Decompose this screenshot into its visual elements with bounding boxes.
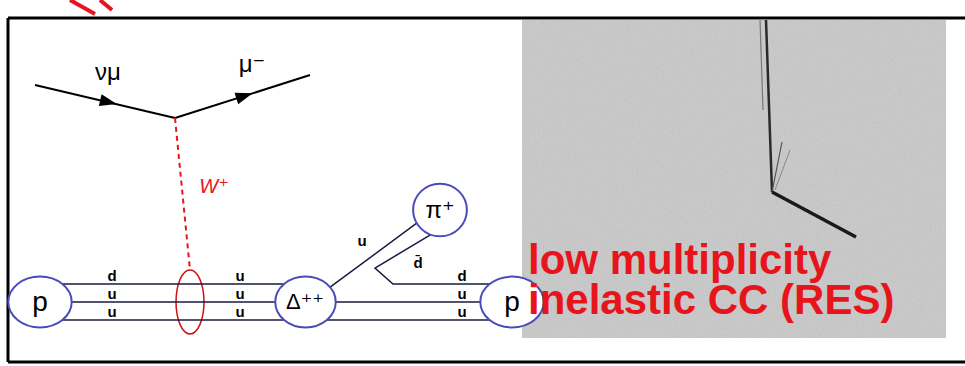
particle-circle: Δ⁺⁺ <box>274 275 337 329</box>
quark-line <box>326 319 489 321</box>
quark-label: u <box>235 268 244 283</box>
frame <box>8 18 965 362</box>
particle-name: p <box>504 288 520 316</box>
quark-label: u <box>235 286 244 301</box>
quark-line <box>62 283 283 285</box>
quark-label: u <box>457 286 466 301</box>
quark-line <box>375 235 490 284</box>
quark-line <box>330 223 417 287</box>
quark-line <box>62 319 283 321</box>
particle-name: π⁺ <box>425 198 454 222</box>
quark-label: u <box>235 304 244 319</box>
quark-label: d̄ <box>413 254 422 272</box>
boson-label: W⁺ <box>199 176 228 196</box>
title-fragment <box>70 0 112 14</box>
particle-name: Δ⁺⁺ <box>286 291 324 313</box>
quark-label: u <box>107 286 116 301</box>
event-caption: low multiplicity inelastic CC (RES) <box>528 240 956 320</box>
particle-label: νμ <box>95 60 121 84</box>
quark-label: d <box>457 268 466 283</box>
lepton-lines <box>35 75 310 118</box>
particle-circle: p <box>7 275 73 329</box>
quark-label: d <box>107 268 116 283</box>
quark-label: u <box>357 233 366 248</box>
quark-label: u <box>107 304 116 319</box>
particle-name: p <box>32 288 48 316</box>
w-boson-line <box>175 118 190 270</box>
quark-label: u <box>457 304 466 319</box>
particle-circle: π⁺ <box>412 182 468 238</box>
particle-label: μ⁻ <box>239 52 266 76</box>
